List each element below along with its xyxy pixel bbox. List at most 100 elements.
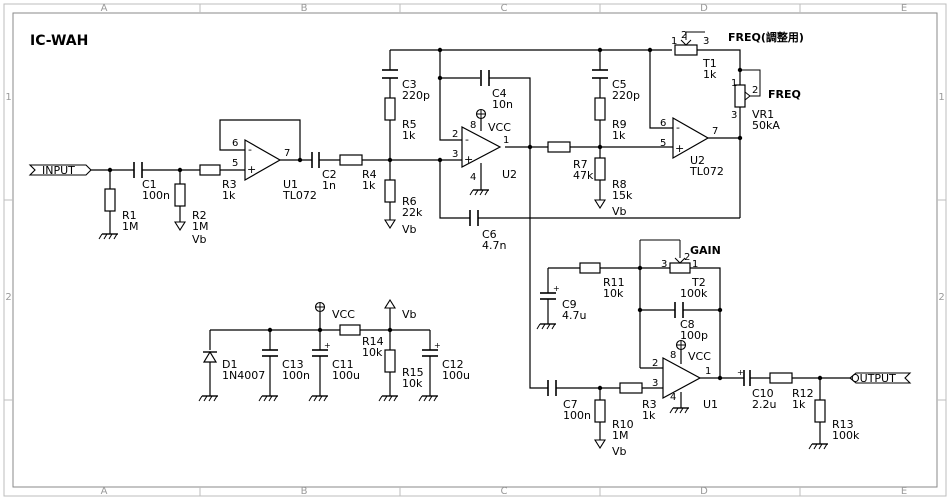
r10-ref: R10 (612, 418, 634, 431)
resistor-r13 (814, 399, 826, 423)
freq-label: FREQ (768, 88, 801, 101)
c5-ref: C5 (612, 78, 627, 91)
r3a-ref: R3 (222, 178, 237, 191)
r6-value: 22k (402, 206, 423, 219)
junction-dot (297, 157, 303, 163)
r1-value: 1M (122, 220, 139, 233)
resistor-r10 (594, 399, 606, 423)
vr1-pin2: 2 (752, 85, 758, 96)
junction-dot (177, 167, 183, 173)
opamp-u2b (672, 116, 710, 160)
frame-col-d-bottom: D (700, 486, 708, 497)
vb-symbol-power (384, 298, 396, 309)
power-vb-label: Vb (402, 308, 417, 321)
r7-value: 47k (573, 169, 594, 182)
r3b-value: 1k (642, 409, 656, 422)
t1-pin2: 2 (681, 30, 687, 41)
frame-col-a-top: A (101, 3, 108, 14)
opamp-u1a (244, 138, 282, 182)
u2b-pin6: 6 (660, 118, 666, 129)
opamp-u1b (662, 356, 702, 400)
c11-ref: C11 (332, 358, 354, 371)
frame-col-d-top: D (700, 3, 708, 14)
r11-ref: R11 (603, 276, 625, 289)
frame-col-e-top: E (901, 3, 907, 14)
capacitor-c11: + (312, 341, 331, 357)
u1b-pin8: 8 (670, 350, 676, 361)
vcc-symbol-power (314, 301, 326, 313)
frame-col-c-bottom: C (501, 486, 508, 497)
r8-value: 15k (612, 189, 633, 202)
frame-col-b-top: B (301, 3, 308, 14)
u2a-ref: U2 (502, 168, 517, 181)
t2-pin2: 2 (684, 252, 690, 263)
trimmer-t1 (674, 44, 698, 56)
t2-ref: T2 (691, 276, 706, 289)
resistor-r2 (174, 183, 186, 207)
c6-value: 4.7n (482, 239, 506, 252)
capacitor-c7 (547, 380, 557, 396)
wire-u1a-feedback (219, 119, 312, 161)
ground-symbol-c13 (258, 391, 279, 402)
r15-ref: R15 (402, 366, 424, 379)
resistor-r6 (384, 179, 396, 203)
r5-value: 1k (402, 129, 416, 142)
svg-text:+: + (553, 284, 560, 293)
u2a-plus: + (464, 153, 473, 166)
frame-col-a-bottom: A (101, 486, 108, 497)
r5-ref: R5 (402, 118, 417, 131)
opamp-u2a (461, 126, 502, 168)
u1a-pin7: 7 (284, 148, 290, 159)
u2a-minus: - (465, 133, 469, 146)
vr1-wiper (740, 69, 761, 101)
resistor-r7 (547, 141, 571, 153)
wire-u2b (649, 50, 740, 148)
resistor-r11 (579, 262, 601, 274)
potentiometer-vr1 (734, 84, 746, 108)
capacitor-c12: + (422, 341, 441, 357)
wire-u2a-inputs (455, 139, 462, 161)
wire-t2 (548, 267, 721, 310)
c4-ref: C4 (492, 87, 507, 100)
c13-value: 100n (282, 369, 310, 382)
c7-ref: C7 (563, 398, 578, 411)
r6-ref: R6 (402, 195, 417, 208)
u1a-ref: U1 (283, 178, 298, 191)
u2a-pin4: 4 (470, 172, 476, 183)
c2-ref: C2 (322, 168, 337, 181)
t1-ref: T1 (702, 57, 717, 70)
capacitor-c10: + (737, 368, 751, 386)
t2-value: 100k (680, 287, 708, 300)
u1a-pin5: 5 (232, 158, 238, 169)
wire-power (209, 329, 431, 392)
c4-value: 10n (492, 98, 513, 111)
c12-value: 100u (442, 369, 470, 382)
u2a-vcc-label: VCC (488, 121, 511, 134)
freq-adjust-label: FREQ(調整用) (728, 30, 804, 44)
r10-value: 1M (612, 429, 629, 442)
vb-symbol-r8 (594, 199, 606, 209)
resistor-r8 (594, 157, 606, 181)
c5-value: 220p (612, 89, 640, 102)
vr1-pin3: 3 (731, 110, 737, 121)
output-port-label: OUTPUT (851, 372, 896, 385)
capacitor-c13 (262, 349, 278, 357)
resistor-r5 (384, 97, 396, 121)
frame-row-1-left: 1 (5, 92, 11, 103)
r2-ref: R2 (192, 209, 207, 222)
junction-dot (437, 75, 443, 81)
junction-dot (107, 167, 113, 173)
t2-wiper (639, 239, 686, 268)
r15-value: 10k (402, 377, 423, 390)
capacitor-c3 (382, 69, 398, 79)
c11-value: 100u (332, 369, 360, 382)
u1b-pin1: 1 (705, 366, 711, 377)
r3b-ref: R3 (642, 398, 657, 411)
r11-value: 10k (603, 287, 624, 300)
t2-pin1: 1 (692, 259, 698, 270)
c2-value: 1n (322, 179, 336, 192)
capacitor-c2 (311, 152, 320, 168)
resistor-r3-output (619, 382, 643, 394)
capacitor-c9: + (540, 284, 560, 300)
u1b-pin4: 4 (670, 392, 676, 403)
